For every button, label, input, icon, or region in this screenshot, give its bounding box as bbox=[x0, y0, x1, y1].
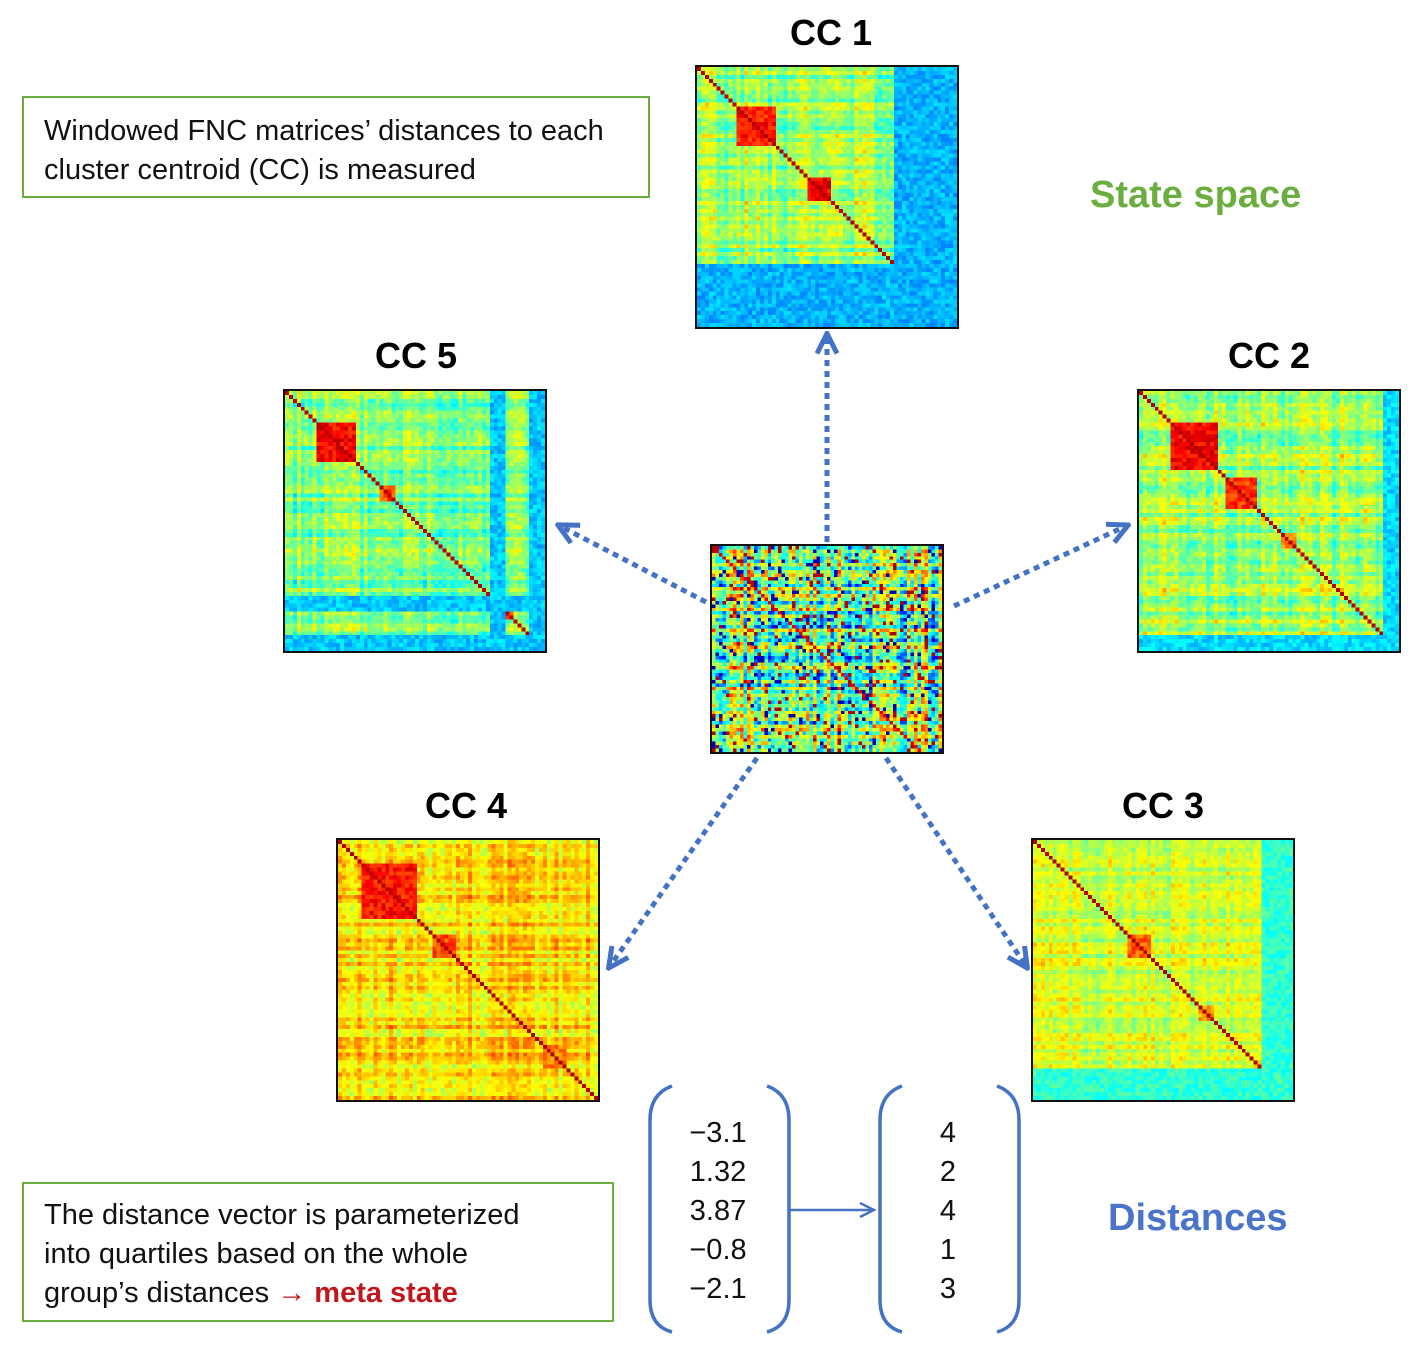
distance-value: 1.32 bbox=[689, 1156, 747, 1188]
cc1-matrix bbox=[695, 65, 959, 329]
quartile-vector-brackets bbox=[878, 1084, 1021, 1334]
distance-vector: −3.1 1.32 3.87 −0.8 −2.1 bbox=[668, 1114, 768, 1309]
cc4-matrix bbox=[336, 838, 600, 1102]
measurement-note-text: Windowed FNC matrices’ distances to each… bbox=[44, 115, 604, 186]
cc2-matrix bbox=[1137, 389, 1401, 653]
cc5-title: CC 5 bbox=[374, 335, 458, 376]
distances-label: Distances bbox=[1108, 1197, 1288, 1239]
quartile-note-line2: into quartiles based on the whole bbox=[44, 1238, 469, 1270]
cc4-title: CC 4 bbox=[424, 785, 508, 826]
state-space-label: State space bbox=[1090, 174, 1302, 216]
quartile-note-line3-text: group’s distances bbox=[44, 1277, 278, 1309]
distance-value: −0.8 bbox=[689, 1234, 747, 1266]
quartile-note: The distance vector is parameterized int… bbox=[22, 1182, 614, 1322]
distance-value: −2.1 bbox=[689, 1273, 747, 1305]
windowed-fnc-matrix bbox=[710, 544, 944, 754]
cc3-title: CC 3 bbox=[1121, 785, 1205, 826]
cc2-title: CC 2 bbox=[1227, 335, 1311, 376]
distance-vector-brackets bbox=[648, 1084, 791, 1334]
arrow-to-cc5 bbox=[560, 526, 708, 605]
quartile-value: 4 bbox=[939, 1117, 957, 1149]
arrow-to-cc3 bbox=[883, 756, 1026, 966]
quartile-vector: 4 2 4 1 3 bbox=[898, 1114, 998, 1309]
quartile-note-line1: The distance vector is parameterized bbox=[44, 1199, 520, 1231]
arrow-to-cc4 bbox=[610, 756, 760, 966]
quartile-value: 3 bbox=[939, 1273, 957, 1305]
distance-value: −3.1 bbox=[689, 1117, 747, 1149]
quartile-value: 2 bbox=[939, 1156, 957, 1188]
distance-value: 3.87 bbox=[689, 1195, 747, 1227]
right-arrow-icon: → bbox=[277, 1277, 307, 1309]
cc3-matrix bbox=[1031, 838, 1295, 1102]
measurement-note: Windowed FNC matrices’ distances to each… bbox=[22, 96, 650, 198]
quartile-note-line3: group’s distances → meta state bbox=[44, 1274, 592, 1313]
quartile-value: 1 bbox=[939, 1234, 957, 1266]
quartile-value: 4 bbox=[939, 1195, 957, 1227]
meta-state-label: meta state bbox=[314, 1277, 458, 1309]
cc5-matrix bbox=[283, 389, 547, 653]
cc1-title: CC 1 bbox=[789, 12, 873, 53]
arrow-to-cc2 bbox=[952, 526, 1126, 609]
